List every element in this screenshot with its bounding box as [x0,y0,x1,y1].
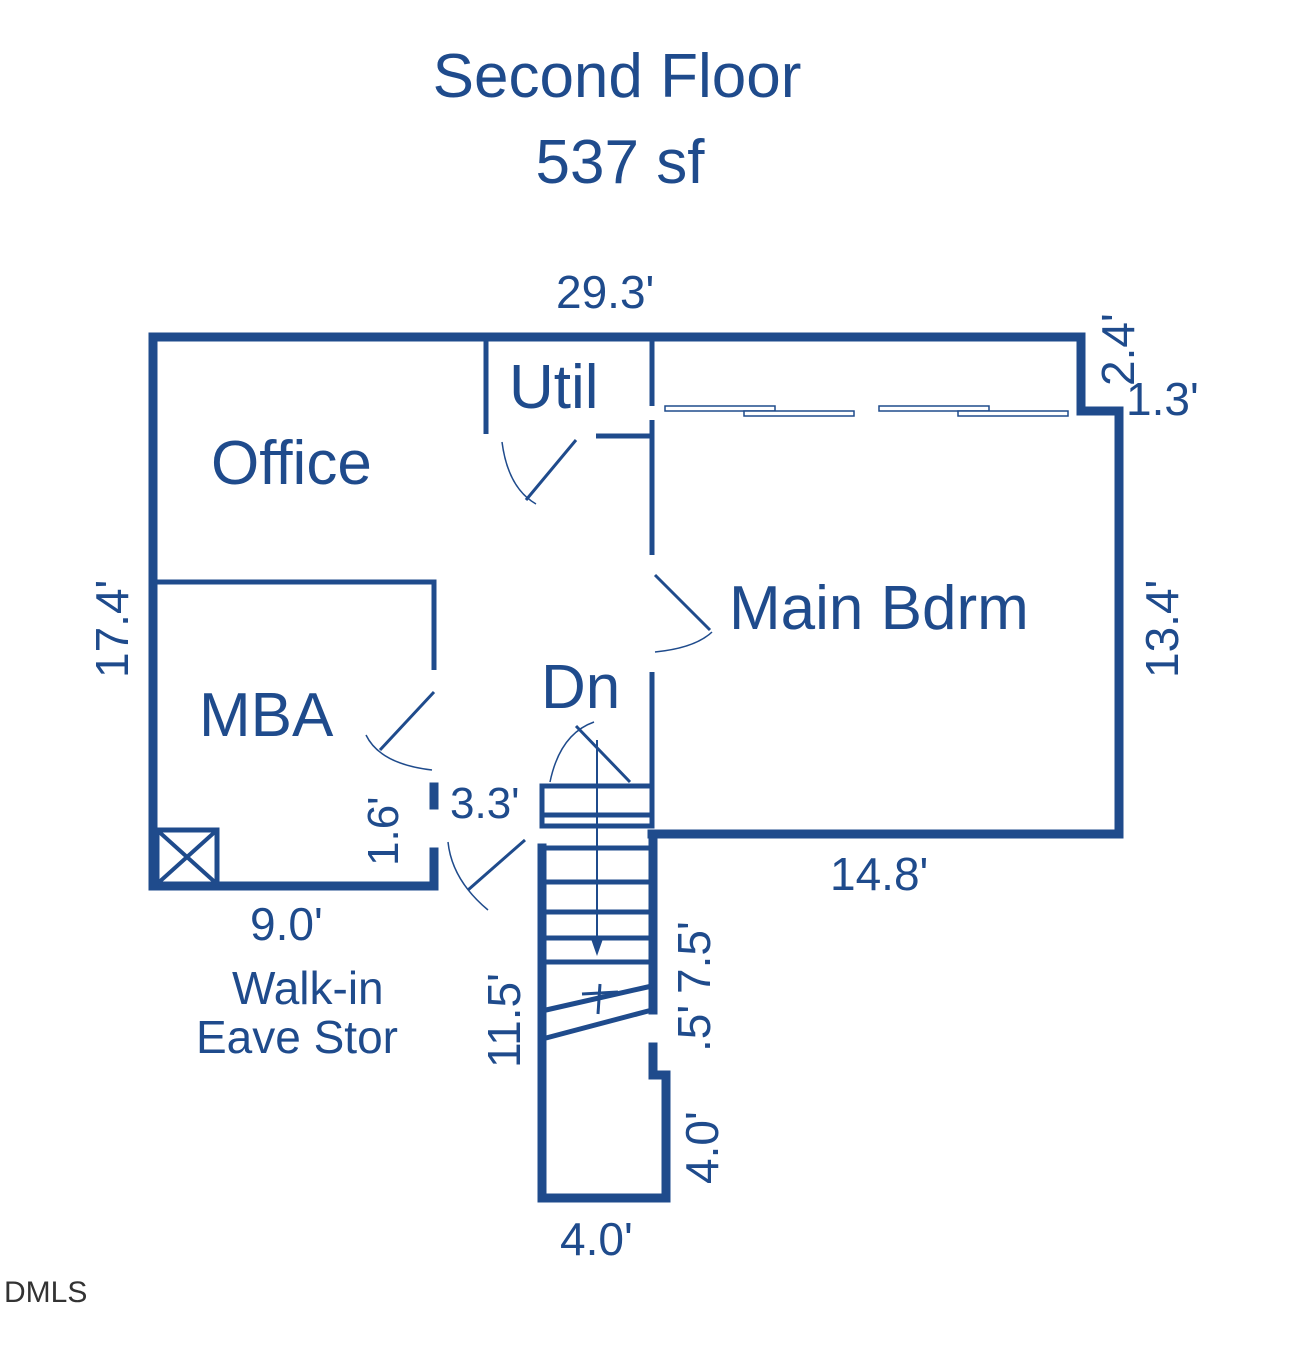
dim-stair-lower: 4.0' [676,1111,728,1184]
dim-notch-height: 2.4' [1092,313,1144,386]
plan-area: 537 sf [536,128,706,197]
interior-walls [156,340,655,786]
dim-stair-right: 7.5' [668,921,720,994]
room-label-stairs: Dn [541,653,620,722]
doors [365,439,713,911]
plan-title: Second Floor [433,42,802,111]
room-label-office: Office [211,429,372,498]
storage-access-box [154,827,220,887]
dim-hall-width: 3.3' [450,779,520,828]
dim-top-width: 29.3' [556,266,654,318]
room-label-storage-line2: Eave Stor [196,1011,398,1063]
room-label-main-bdrm: Main Bdrm [729,574,1029,643]
watermark: DMLS [4,1276,87,1309]
dim-mba-bottom: 9.0' [250,898,323,950]
dim-stair-length: 11.5' [478,973,530,1068]
dim-stair-bottom: 4.0' [560,1213,633,1265]
closet-sliding-doors [664,405,1069,417]
room-label-mba: MBA [199,681,334,750]
exterior-walls [148,332,1124,1203]
dim-left-height: 17.4' [86,580,138,678]
dim-right-height: 13.4' [1136,580,1188,678]
room-label-util: Util [509,353,599,422]
room-label-storage-line1: Walk-in [232,962,384,1014]
dim-stair-jog: .5' [668,1005,720,1052]
dim-notch-width: 1.3' [1126,373,1199,425]
dim-closet-gap: 1.6' [359,796,408,866]
staircase [539,740,655,1041]
dim-bdrm-bottom: 14.8' [830,848,928,900]
